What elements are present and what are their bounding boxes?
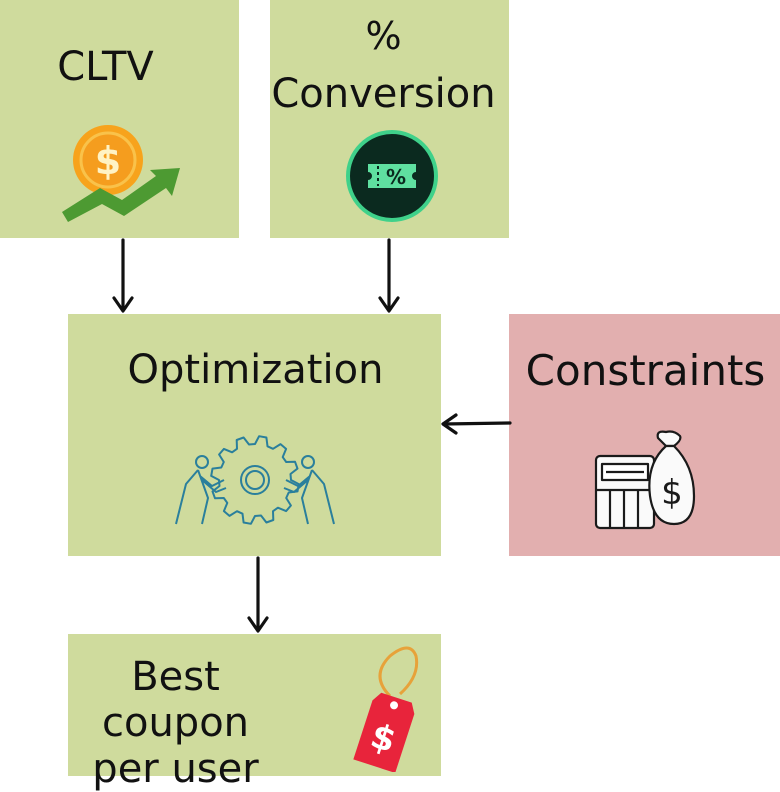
- flow-arrows: [112, 238, 512, 633]
- arrow-cltv-to-optimization: [112, 238, 134, 313]
- dollar-price-tag-icon: $: [353, 646, 419, 772]
- svg-text:$: $: [95, 139, 121, 183]
- cltv-label: CLTV: [57, 44, 154, 90]
- conversion-node: % Conversion: [270, 0, 509, 238]
- svg-text:%: %: [386, 165, 406, 189]
- calculator-money-bag-icon: $: [594, 430, 696, 530]
- optimization-label: Optimization: [127, 347, 384, 393]
- people-pushing-gear-icon: [175, 435, 335, 525]
- dollar-coin-growth-icon: $: [62, 125, 180, 222]
- conversion-label: Conversion: [271, 71, 496, 117]
- arrow-conversion-to-optimization: [378, 238, 400, 313]
- conversion-percent-symbol: %: [365, 14, 402, 58]
- svg-text:$: $: [661, 473, 683, 513]
- arrow-optimization-to-best-coupon: [247, 556, 269, 633]
- constraints-label: Constraints: [525, 346, 766, 395]
- percent-ticket-icon: %: [346, 130, 438, 222]
- arrow-constraints-to-optimization: [441, 413, 512, 435]
- cltv-node: CLTV: [0, 0, 239, 238]
